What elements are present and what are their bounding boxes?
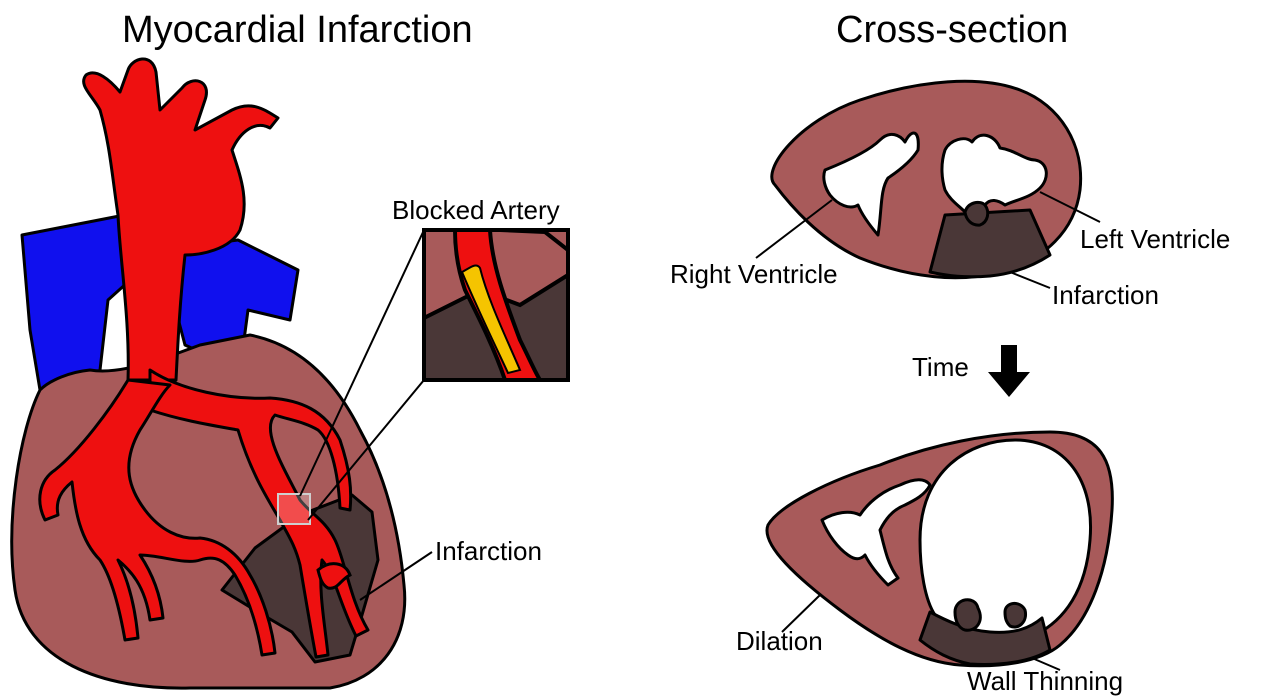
cs-infarction-label: Infarction (1052, 280, 1159, 310)
dilation-label: Dilation (736, 626, 823, 656)
heart-title: Myocardial Infarction (122, 9, 473, 51)
time-arrow-icon (988, 345, 1030, 397)
blockage-zoom-box (278, 494, 310, 524)
right-ventricle-label: Right Ventricle (670, 259, 838, 289)
blocked-artery-label: Blocked Artery (392, 195, 560, 225)
time-label: Time (912, 352, 969, 382)
wall-thinning-label: Wall Thinning (967, 666, 1123, 696)
blocked-artery-inset (424, 230, 568, 380)
heart-illustration (12, 59, 424, 688)
cs-infarct-leader (1010, 272, 1050, 288)
cross-section-title: Cross-section (836, 9, 1068, 51)
cross-section-before (772, 81, 1081, 277)
heart-infarction-label: Infarction (435, 536, 542, 566)
cs-before-infarct (930, 210, 1050, 277)
left-ventricle-label: Left Ventricle (1080, 224, 1230, 254)
